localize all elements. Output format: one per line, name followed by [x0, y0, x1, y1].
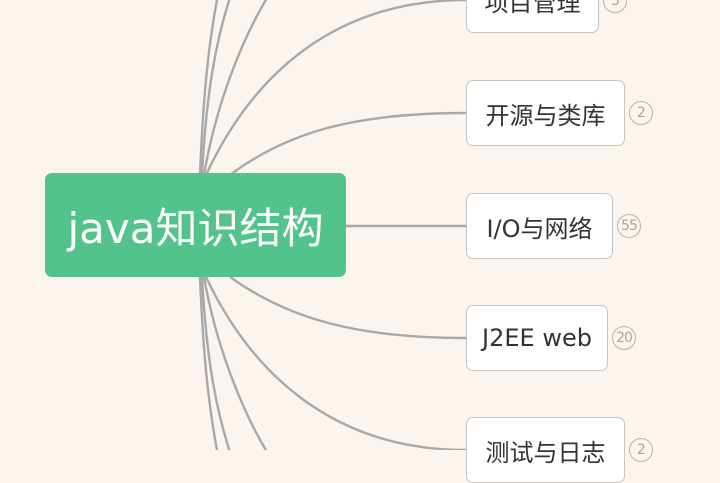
topic-open-source-libraries[interactable]: 开源与类库	[466, 80, 625, 146]
child-count: 55	[621, 218, 638, 234]
topic-label: I/O与网络	[486, 214, 593, 243]
topic-testing-logging[interactable]: 测试与日志	[466, 417, 625, 483]
root-topic[interactable]: java知识结构	[45, 173, 346, 277]
connector-offscreen-bottom-1	[198, 276, 219, 450]
child-count: 2	[637, 105, 646, 121]
child-count-badge[interactable]: 20	[612, 326, 636, 350]
connector-topic-4	[204, 276, 467, 450]
connector-topic-3	[229, 276, 467, 340]
topic-label: 测试与日志	[485, 438, 606, 467]
child-count-badge[interactable]: 2	[629, 438, 653, 462]
connector-offscreen-bottom-2	[200, 276, 231, 450]
child-count: 20	[616, 330, 633, 346]
connector-offscreen-top-1	[198, 0, 219, 176]
connector-offscreen-top-2	[200, 0, 231, 176]
child-count-badge[interactable]: 55	[617, 214, 641, 238]
child-count-badge[interactable]: 2	[629, 101, 653, 125]
topic-j2ee-web[interactable]: J2EE web	[466, 305, 608, 371]
connector-lines	[198, 0, 467, 450]
child-count: 3	[611, 0, 620, 9]
connector-offscreen-bottom-3	[202, 276, 268, 450]
topic-project-management[interactable]: 项目管理	[466, 0, 599, 33]
connector-topic-0	[204, 0, 467, 176]
child-count: 2	[637, 442, 646, 458]
topic-label: 项目管理	[484, 0, 581, 17]
topic-label: J2EE web	[482, 324, 592, 352]
connector-topic-1	[229, 111, 467, 176]
topic-label: 开源与类库	[485, 101, 606, 130]
root-topic-label: java知识结构	[67, 203, 324, 253]
connector-offscreen-top-3	[202, 0, 268, 176]
topic-io-network[interactable]: I/O与网络	[466, 193, 613, 259]
